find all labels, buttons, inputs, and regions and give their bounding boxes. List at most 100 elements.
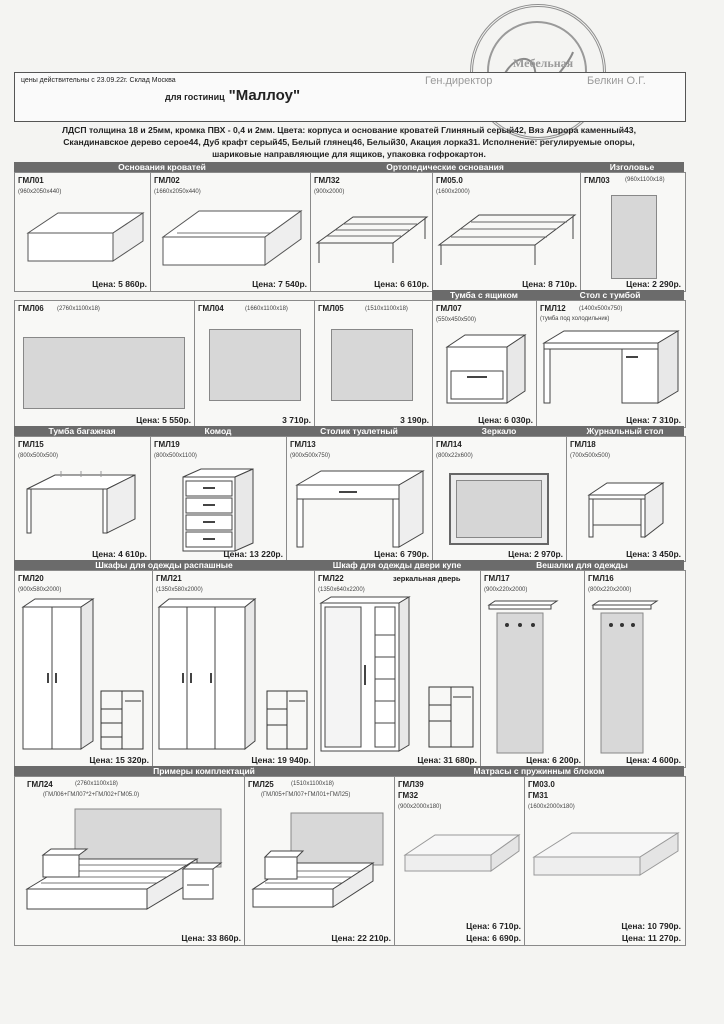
product-price: Цена: 5 550р.	[136, 415, 191, 425]
product-dimensions: (800x500x1100)	[154, 453, 197, 459]
product-card: ГМЛ01 (960x2050x440) Цена: 5 860р.	[14, 172, 152, 292]
product-code: ГМЛ32	[314, 176, 340, 185]
price-sheet: цены действительны с 23.09.22г. Склад Мо…	[14, 72, 686, 946]
product-code: ГМЛ19	[154, 440, 180, 449]
product-card: ГМЛ14 (800x22x600) Цена: 2 970р.	[432, 436, 568, 562]
luggage-rack-image	[26, 471, 136, 534]
product-dimensions: (960x2050x440)	[18, 189, 62, 195]
set-example-image	[25, 808, 223, 910]
product-dimensions: (1600x2000x180)	[528, 804, 575, 810]
section-bed-bases: Основания кроватей	[14, 162, 310, 172]
product-card: ГМЛ39 ГМ32 (900x2000x180) Цена: 6 710р. …	[394, 776, 526, 946]
section-coffee: Журнальный стол	[566, 426, 684, 436]
product-dimensions: (1510x1100x18)	[365, 306, 408, 312]
product-price: Цена: 8 710р.	[522, 279, 577, 289]
header: цены действительны с 23.09.22г. Склад Мо…	[14, 72, 686, 122]
wall-hanger-image	[487, 600, 559, 754]
product-card: ГМЛ32 (900x2000) Цена: 6 610р.	[310, 172, 434, 292]
section-wardrobes: Шкафы для одежды распашные	[14, 560, 314, 570]
product-price: 3 190р.	[400, 415, 429, 425]
headboard-image	[611, 195, 657, 279]
product-price: Цена: 19 940р.	[251, 755, 311, 765]
product-code: ГМЛ06	[18, 304, 44, 313]
section-ortho: Ортопедические основания	[310, 162, 580, 172]
product-price: Цена: 5 860р.	[92, 279, 147, 289]
description-line: ЛДСП толщина 18 и 25мм, кромка ПВХ - 0,4…	[62, 125, 636, 135]
product-card: ГМЛ12 (1400x500x750) (тумба под холодиль…	[536, 300, 686, 428]
coupe-wardrobe-image	[319, 596, 474, 752]
mattress-image	[532, 832, 680, 876]
product-code: ГМ32	[398, 791, 419, 800]
product-price: Цена: 4 610р.	[92, 549, 147, 559]
slat-base-image	[437, 214, 577, 265]
product-dimensions: (960x1100x18)	[625, 177, 665, 183]
product-dimensions: (1350x640x2200)	[318, 587, 365, 593]
product-dimensions: (2760x1100x18)	[57, 306, 100, 312]
product-card: ГМ05.0 (1600x2000) Цена: 8 710р.	[432, 172, 582, 292]
product-price: Цена: 6 790р.	[374, 549, 429, 559]
description-line: шариковые направляющие для ящиков, упако…	[212, 149, 486, 159]
product-card: ГМЛ20 (900x580x2000) Цена: 15 320р.	[14, 570, 154, 768]
product-card: ГМЛ03 (960x1100x18) Цена: 2 290р.	[580, 172, 686, 292]
product-price: Цена: 6 710р.	[466, 921, 521, 931]
for-label: для гостиниц	[165, 92, 225, 102]
product-code: ГМЛ12	[540, 304, 566, 313]
product-code: ГМЛ22	[318, 574, 344, 583]
product-card: ГМЛ06 (2760x1100x18) Цена: 5 550р.	[14, 300, 196, 428]
product-dimensions: (1660x2050x440)	[154, 189, 201, 195]
headboard-image	[209, 329, 301, 401]
product-price: Цена: 11 270р.	[621, 933, 681, 943]
product-code: ГМЛ21	[156, 574, 182, 583]
product-combo: (ГМЛ05+ГМЛ07+ГМЛ01+ГМЛ25)	[261, 792, 351, 798]
product-card: ГМЛ13 (900x500x750) Цена: 6 790р.	[286, 436, 434, 562]
desk-image	[542, 330, 680, 404]
product-price: Цена: 2 290р.	[626, 279, 681, 289]
description-line: Скандинавское дерево серое44, Дуб крафт …	[63, 137, 635, 147]
product-card: ГМЛ19 (800x500x1100) Цена: 13 220р.	[150, 436, 288, 562]
slat-base-image	[315, 216, 429, 263]
product-card: ГМЛ04 (1660x1100x18) 3 710р.	[194, 300, 316, 428]
product-card: ГМ03.0 ГМ31 (1600x2000x180) Цена: 10 790…	[524, 776, 686, 946]
product-card: ГМЛ25 (1510x1100x18) (ГМЛ05+ГМЛ07+ГМЛ01+…	[244, 776, 396, 946]
section-mattresses: Матрасы с пружинным блоком	[394, 766, 684, 776]
product-dimensions: (900x220x2000)	[484, 587, 528, 593]
product-dimensions: (800x220x2000)	[588, 587, 632, 593]
section-examples: Примеры комплектаций	[14, 766, 394, 776]
wall-hanger-image	[591, 600, 659, 754]
coffee-table-image	[587, 482, 665, 539]
section-dresser: Комод	[150, 426, 286, 436]
project-name: "Маллоу"	[228, 87, 301, 104]
product-code: ГМЛ39	[398, 780, 424, 789]
director-label: Ген.директор	[425, 75, 493, 87]
product-price: Цена: 6 610р.	[374, 279, 429, 289]
product-card: ГМЛ18 (700x500x500) Цена: 3 450р.	[566, 436, 686, 562]
vanity-table-image	[295, 470, 425, 548]
product-card: ГМЛ22 зеркальная дверь (1350x640x2200) Ц…	[314, 570, 482, 768]
product-dimensions: (800x500x500)	[18, 453, 59, 459]
product-card: ГМЛ05 (1510x1100x18) 3 190р.	[314, 300, 434, 428]
product-dimensions: (550x450x500)	[436, 317, 477, 323]
product-dimensions: (1510x1100x18)	[291, 781, 334, 787]
svg-text:Мебельная: Мебельная	[513, 56, 574, 70]
headboard-image	[23, 337, 185, 409]
product-dimensions: (900x580x2000)	[18, 587, 62, 593]
wardrobe-image	[21, 598, 144, 750]
product-code: ГМЛ15	[18, 440, 44, 449]
product-price: Цена: 7 310р.	[626, 415, 681, 425]
headboard-image	[331, 329, 413, 401]
product-note: (тумба под холодильник)	[540, 316, 610, 322]
product-code: ГМЛ17	[484, 574, 510, 583]
section-desk: Стол с тумбой	[536, 290, 684, 300]
bed-base-image	[161, 210, 303, 266]
product-code: ГМЛ03	[584, 176, 610, 185]
product-price: Цена: 33 860р.	[181, 933, 241, 943]
product-card: ГМЛ21 (1350x580x2000) Цена: 19 940р.	[152, 570, 316, 768]
product-price: Цена: 6 030р.	[478, 415, 533, 425]
product-code: ГМЛ16	[588, 574, 614, 583]
product-dimensions: (1400x500x750)	[579, 306, 623, 312]
section-vanity: Столик туалетный	[286, 426, 432, 436]
product-code: ГМЛ07	[436, 304, 462, 313]
bed-base-image	[26, 212, 145, 262]
product-price: Цена: 10 790р.	[621, 921, 681, 931]
product-price: Цена: 3 450р.	[626, 549, 681, 559]
